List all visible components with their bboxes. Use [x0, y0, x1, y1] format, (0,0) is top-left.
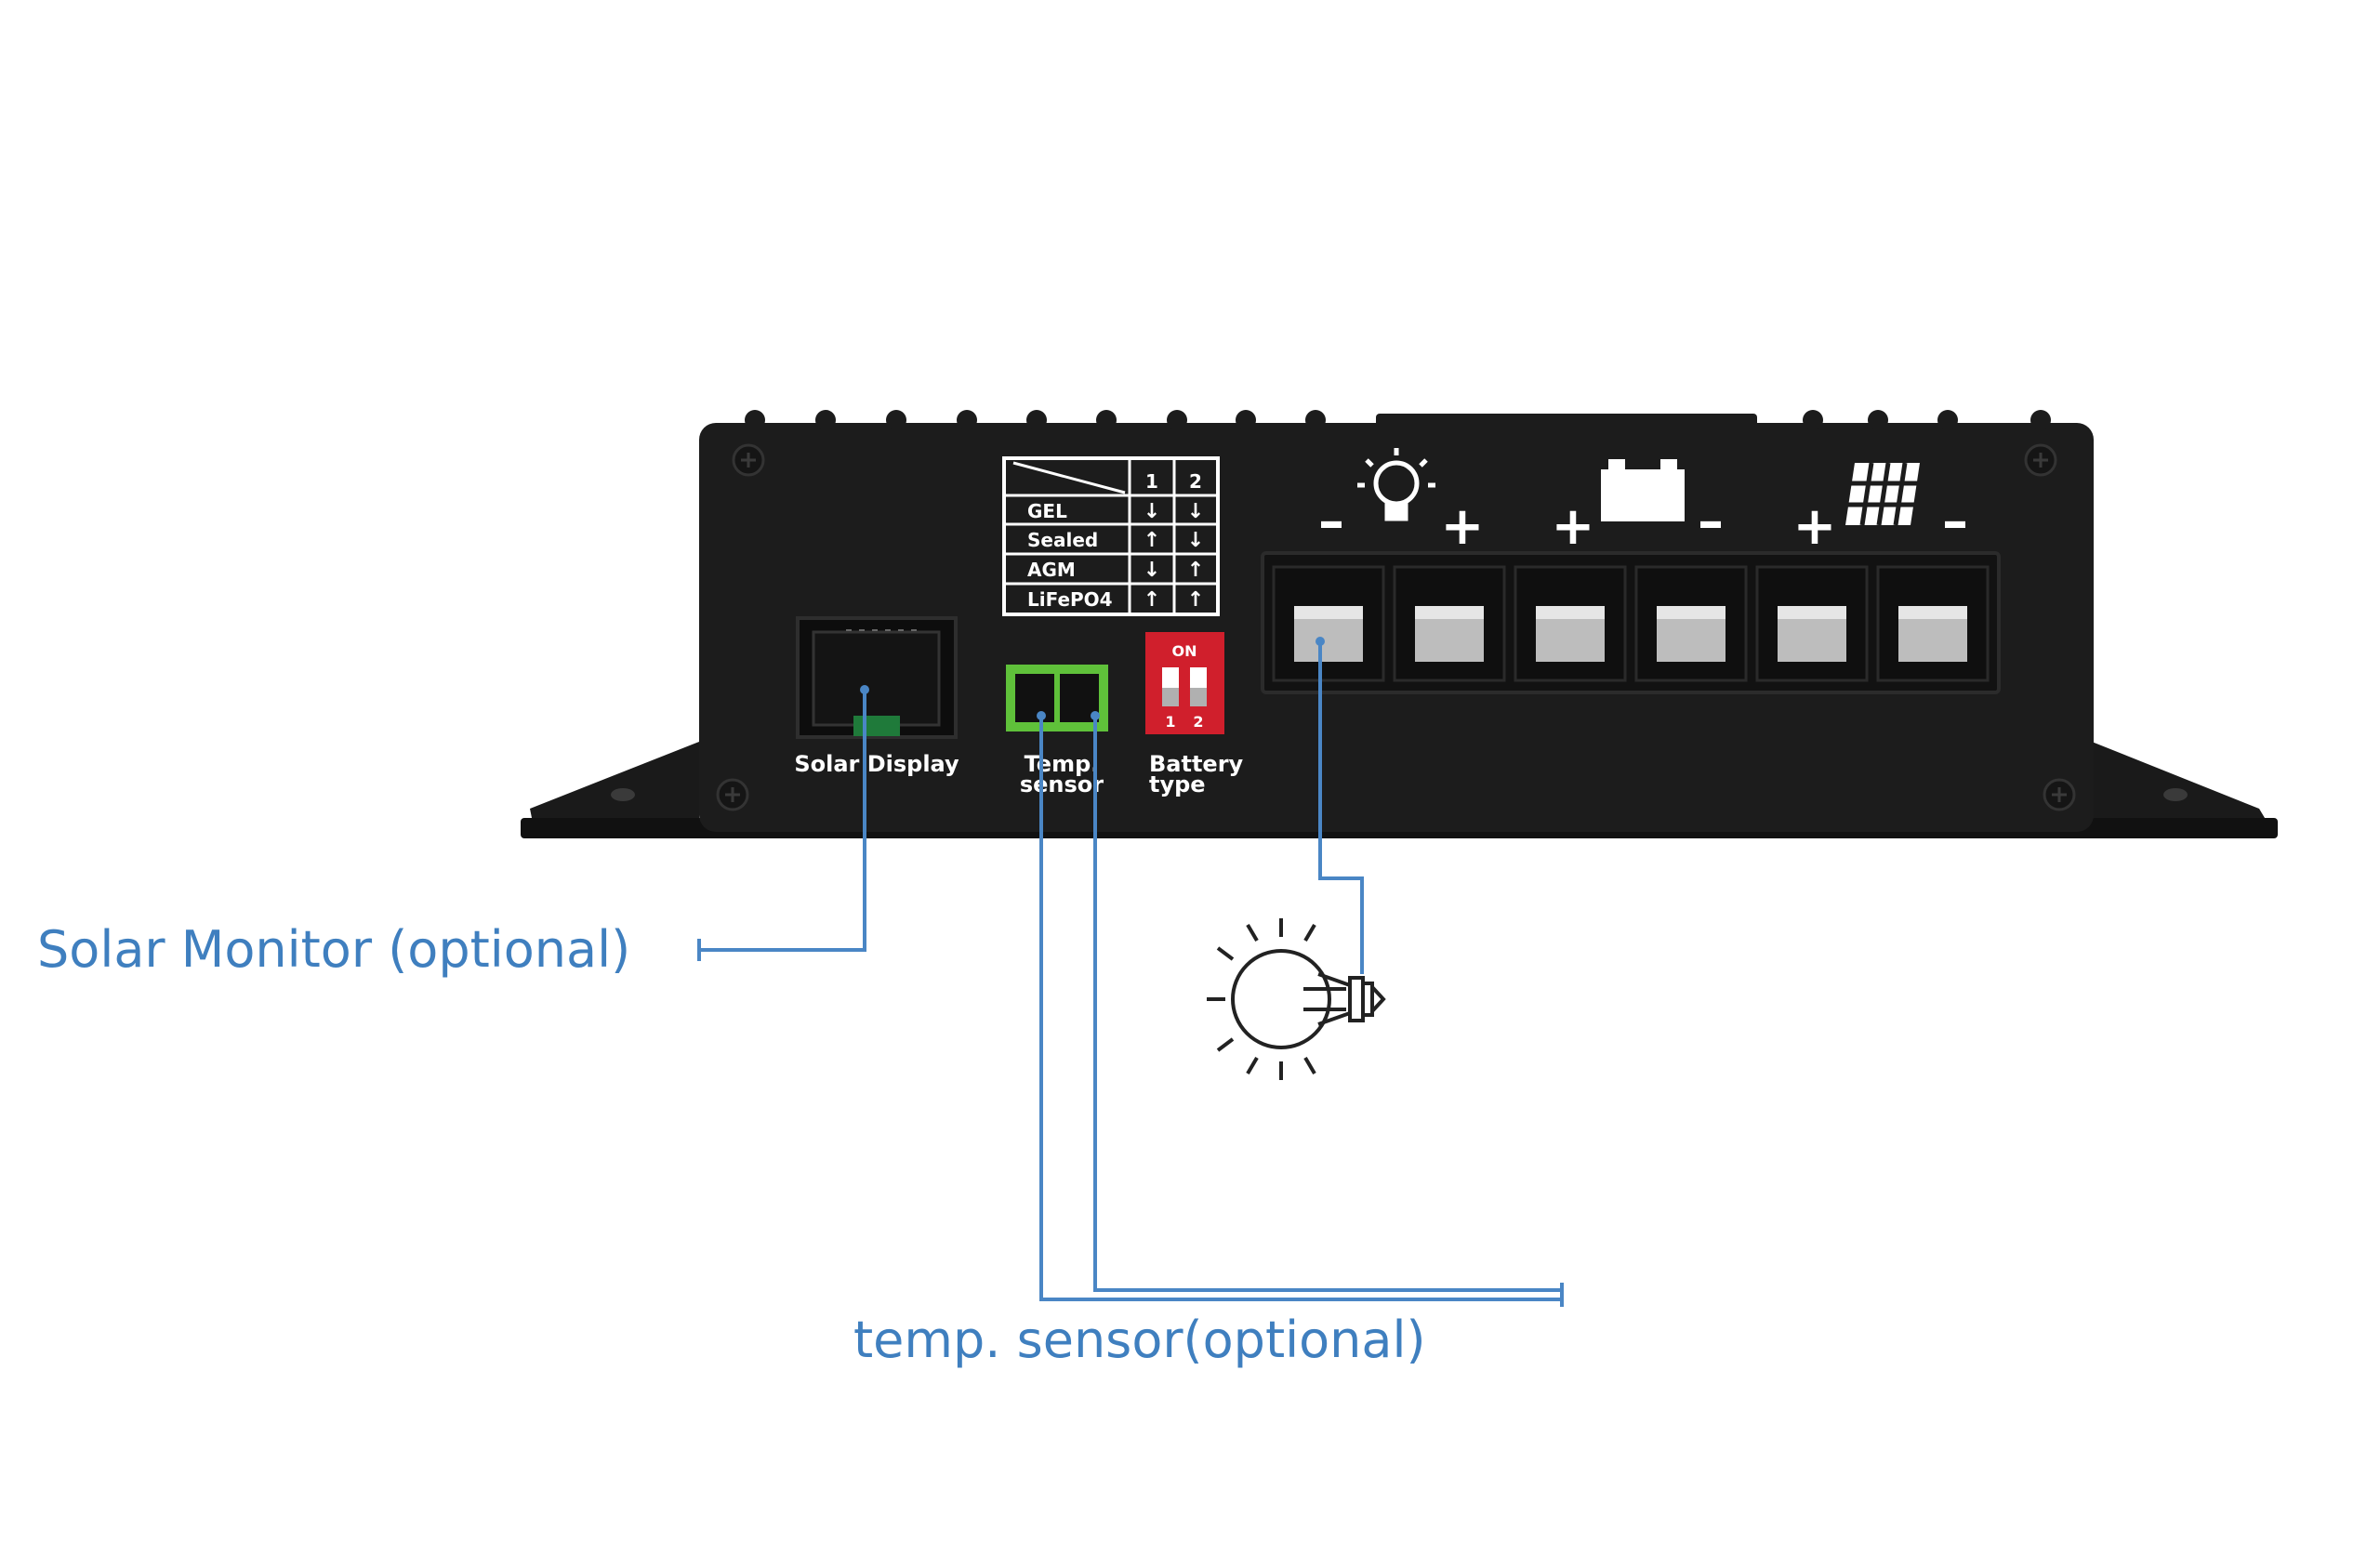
terminal-solar-minus[interactable] [1876, 565, 1990, 682]
battery-minus-sign: – [1698, 492, 1724, 552]
dip-1-label: 1 [1165, 713, 1175, 731]
table-row-type: Sealed [1027, 529, 1098, 551]
table-row-type: LiFePO4 [1027, 588, 1113, 611]
solar-monitor-wire [699, 690, 866, 952]
table-row-s1: ↓ [1144, 559, 1160, 582]
battery-type-dip-switch[interactable]: ON 1 2 [1145, 632, 1224, 734]
temp-sensor-wire-2 [1093, 716, 1562, 1292]
left-mounting-flange [530, 742, 699, 835]
solar-panel-icon [1845, 462, 1920, 526]
battery-type-label-1: Battery [1149, 751, 1244, 777]
solar-display-port[interactable] [796, 616, 958, 739]
temp-sensor-wire-1 [1039, 716, 1562, 1301]
table-row-type: GEL [1027, 500, 1067, 522]
battery-plus-sign: + [1552, 496, 1595, 557]
table-row-s1: ↓ [1144, 500, 1160, 523]
callout-wires [697, 637, 1564, 1307]
load-minus-sign: – [1318, 492, 1344, 552]
load-wire [1318, 641, 1364, 974]
table-row-s2: ↑ [1187, 559, 1204, 582]
battery-type-label-2: type [1149, 771, 1206, 797]
table-row-type: AGM [1027, 559, 1076, 581]
light-bulb-icon [1207, 918, 1386, 1080]
battery-icon [1601, 459, 1685, 521]
terminal-battery-minus[interactable] [1634, 565, 1748, 682]
battery-type-table: 1 2 GEL ↓ ↓ Sealed ↑ ↓ AGM ↓ ↑ LiFePO4 ↑… [1002, 456, 1220, 616]
terminal-load-minus[interactable] [1272, 565, 1385, 682]
terminal-battery-plus[interactable] [1514, 565, 1627, 682]
lamp-icon [1357, 448, 1435, 521]
solar-minus-sign: – [1942, 492, 1968, 552]
table-row-s1: ↑ [1144, 588, 1160, 612]
solar-display-label: Solar Display [794, 751, 959, 777]
right-mounting-flange [2092, 742, 2273, 835]
table-col-2: 2 [1189, 470, 1202, 493]
load-plus-sign: + [1441, 496, 1485, 557]
dip-2-label: 2 [1193, 713, 1203, 731]
solar-plus-sign: + [1793, 496, 1837, 557]
terminal-block [1261, 551, 2001, 694]
terminal-load-plus[interactable] [1393, 565, 1506, 682]
terminal-solar-plus[interactable] [1755, 565, 1869, 682]
solar-monitor-callout: Solar Monitor (optional) [37, 920, 630, 979]
table-row-s2: ↓ [1187, 500, 1204, 523]
dip-on-label: ON [1172, 642, 1197, 660]
temp-sensor-label-1: Temp. [1025, 751, 1100, 777]
table-row-s1: ↑ [1144, 529, 1160, 552]
temp-sensor-callout: temp. sensor(optional) [853, 1311, 1426, 1369]
heatsink-fins [745, 410, 2051, 430]
table-row-s2: ↑ [1187, 588, 1204, 612]
table-col-1: 1 [1145, 470, 1158, 493]
charge-controller: 1 2 GEL ↓ ↓ Sealed ↑ ↓ AGM ↓ ↑ LiFePO4 ↑… [521, 410, 2278, 838]
temp-sensor-connector[interactable] [1006, 665, 1108, 731]
temp-sensor-label-2: sensor [1020, 771, 1104, 797]
table-row-s2: ↓ [1187, 529, 1204, 552]
